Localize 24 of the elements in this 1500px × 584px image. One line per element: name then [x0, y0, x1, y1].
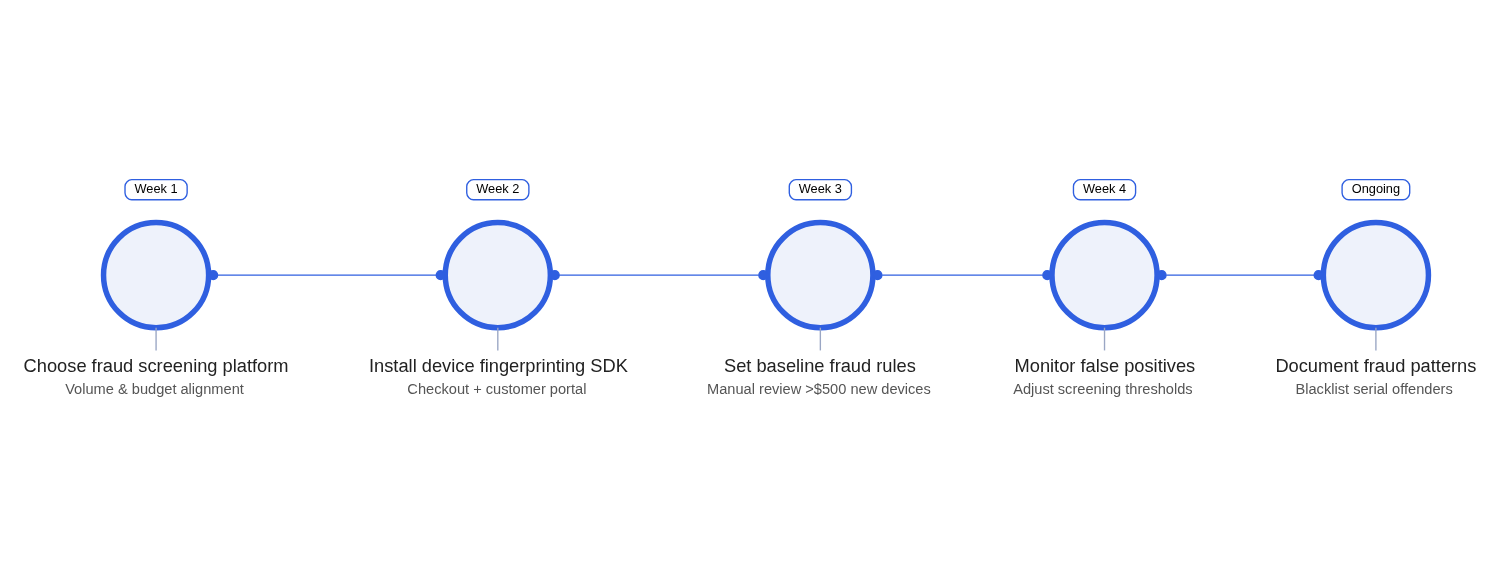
node-text: Set baseline fraud rules Manual review >$500 new devices: [707, 354, 931, 397]
node-box: Week 3: [788, 178, 853, 200]
node-text: Choose fraud screening platform Volume & budget alignment: [23, 354, 289, 397]
node-circle: [1320, 219, 1432, 330]
node-box: Week 1: [124, 178, 188, 200]
node-text: Document fraud patterns Blacklist serial offenders: [1275, 354, 1477, 397]
node-circle: [765, 219, 876, 330]
connector: [497, 326, 499, 351]
node-text: Install device fingerprinting SDK Checkout + customer portal: [368, 354, 628, 397]
node-box: Ongoing: [1341, 178, 1411, 200]
node-circle: [100, 219, 212, 330]
node-box: Week 2: [466, 178, 530, 200]
connector: [872, 269, 1053, 280]
node-text: Monitor false positives Adjust screening thresholds: [1013, 354, 1196, 397]
connector: [155, 326, 157, 351]
connector: [208, 269, 446, 280]
connector: [1375, 326, 1377, 351]
connector: [819, 326, 822, 351]
connector: [1156, 269, 1324, 280]
node-circle: [1049, 219, 1160, 330]
connector: [1103, 326, 1106, 351]
node-circle: [442, 219, 554, 330]
connector: [549, 269, 769, 280]
node-box: Week 4: [1072, 178, 1137, 200]
